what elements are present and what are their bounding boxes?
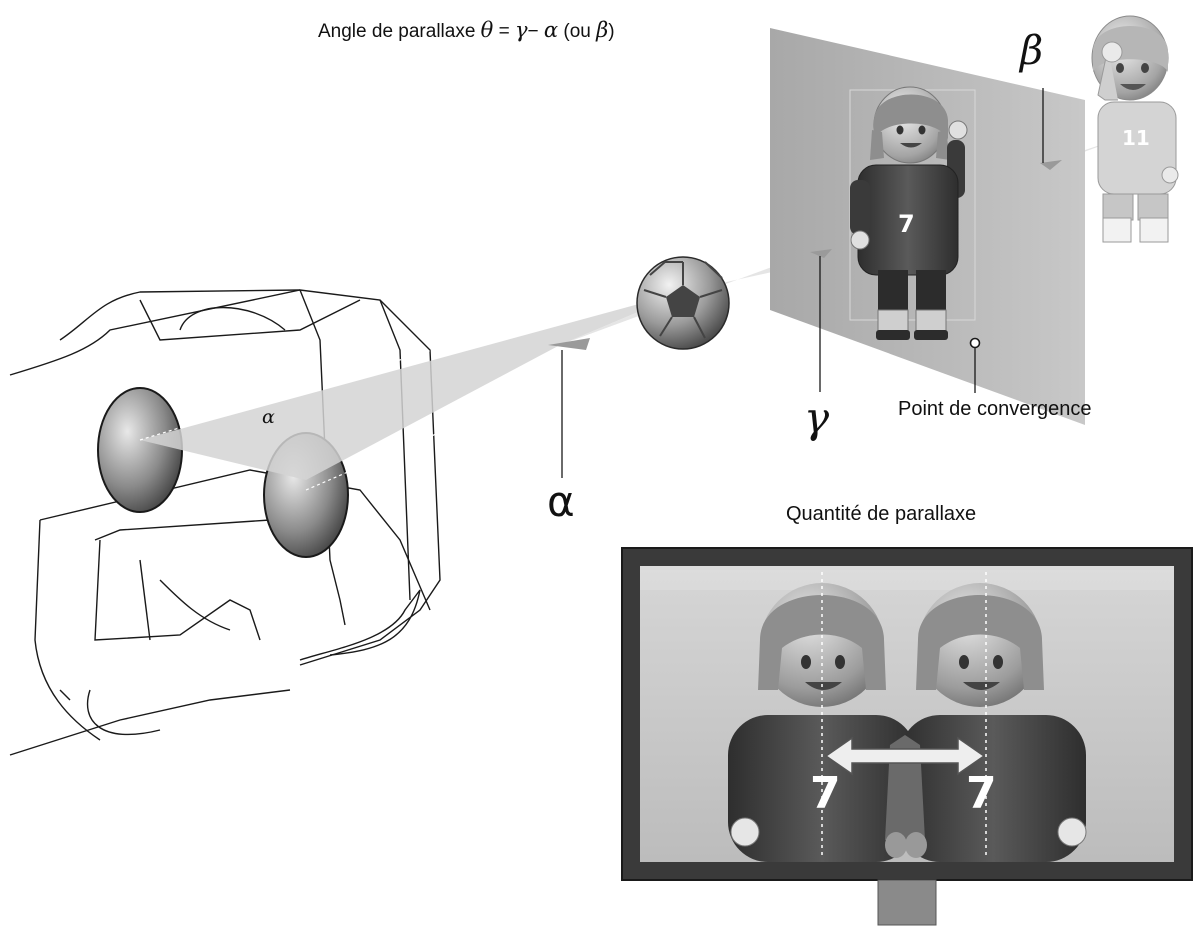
or-text: (ou [558,21,597,42]
player-front-number: 7 [898,210,915,238]
gamma-label: γ [804,393,830,442]
convergence-label: Point de convergence [898,398,1092,420]
soccer-ball [636,256,730,350]
player-back-number: 11 [1122,126,1150,150]
close-paren: ) [608,21,615,42]
parallax-angle-title: Angle de parallaxe θ = γ− α (ou β) [318,18,615,43]
parallax-arrow [824,736,986,776]
alpha-camera-label: α [262,406,275,428]
beta-label: β [1020,28,1044,74]
player-front: 7 [850,86,968,340]
convergence-point [969,337,981,349]
equals-sign: = [493,21,515,42]
tv-left-number: 7 [810,768,841,819]
alpha-label: α [547,477,575,526]
television: 7 7 [621,547,1193,926]
leader-lines [561,88,1044,478]
player-back: 11 [1091,15,1179,243]
alpha-symbol: α [543,18,559,42]
beta-symbol: β [596,18,609,42]
minus-sign: − [527,21,544,42]
parallax-quantity-label: Quantité de parallaxe [786,503,977,525]
angle-markers [548,160,1062,350]
left-lens [97,387,183,513]
tv-right-number: 7 [966,768,997,819]
theta-symbol: θ [480,18,494,42]
stereo-camera [9,289,441,756]
title-prefix: Angle de parallaxe [318,21,481,42]
gamma-symbol: γ [514,18,528,42]
